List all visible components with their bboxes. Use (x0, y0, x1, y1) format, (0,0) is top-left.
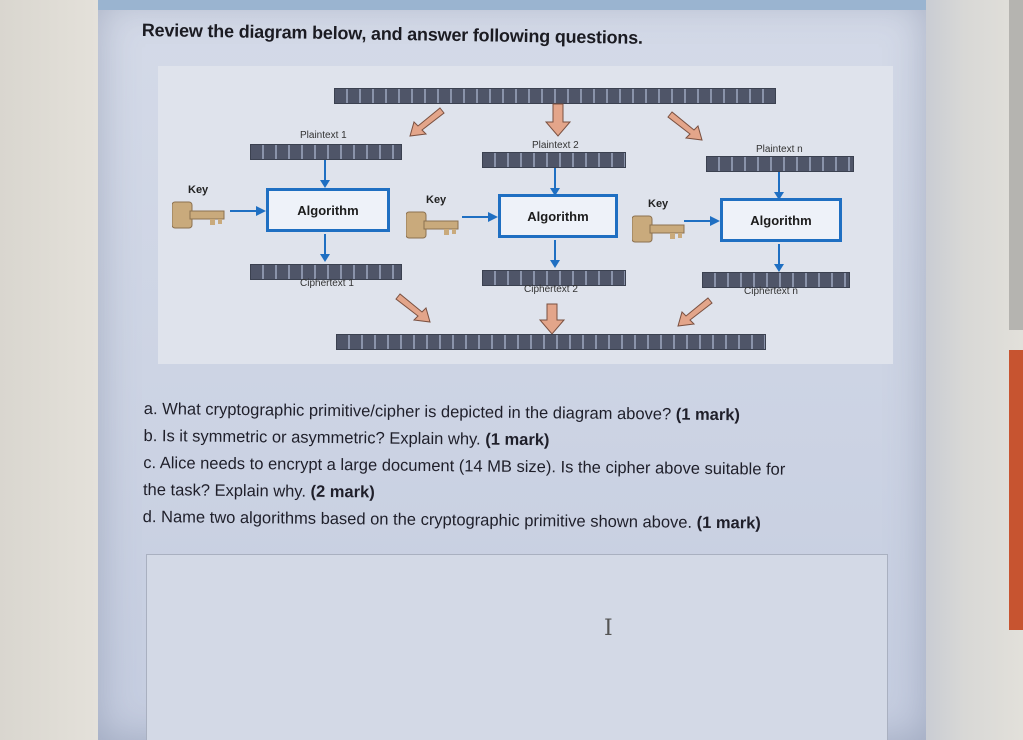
block-cipher-diagram: Plaintext 1 Key Algorithm Ciphertext 1 P… (158, 66, 893, 364)
down-arrow-icon (320, 234, 330, 262)
down-arrow-icon (774, 244, 784, 272)
key-icon (632, 215, 685, 243)
photo-right-background (925, 0, 1023, 740)
text-cursor-icon: I (604, 616, 613, 641)
algorithm-box-2: Algorithm (498, 194, 618, 238)
ciphertext-block-1 (250, 264, 402, 280)
question-c-text-2: the task? Explain why. (142, 480, 307, 501)
split-arrow-left-icon (409, 107, 445, 137)
key-arrow-icon (230, 206, 266, 216)
window-top-bar (98, 0, 926, 10)
down-arrow-icon (320, 160, 330, 188)
question-list: a. What cryptographic primitive/cipher i… (143, 396, 904, 539)
question-header: Review the diagram below, and answer fol… (141, 20, 643, 48)
question-c-text: c. Alice needs to encrypt a large docume… (143, 453, 786, 479)
split-arrow-right-icon (667, 111, 703, 141)
key-arrow-icon (462, 212, 498, 222)
down-arrow-icon (550, 240, 560, 268)
split-arrow-center-icon (544, 103, 572, 137)
question-b-mark: (1 mark) (485, 430, 550, 450)
ciphertext-label-1: Ciphertext 1 (300, 278, 354, 289)
ciphertext-label-2: Ciphertext 2 (524, 284, 578, 295)
key-label-n: Key (648, 198, 669, 210)
plaintext-label-1: Plaintext 1 (300, 130, 347, 141)
key-label-1: Key (188, 184, 209, 196)
plaintext-label-n: Plaintext n (756, 144, 803, 155)
background-object (1009, 0, 1023, 330)
ciphertext-full-bar (336, 334, 766, 350)
down-arrow-icon (774, 172, 784, 200)
algorithm-box-1: Algorithm (266, 188, 390, 232)
plaintext-label-2: Plaintext 2 (532, 140, 579, 151)
plaintext-block-2 (482, 152, 626, 168)
answer-textarea[interactable] (146, 554, 888, 740)
plaintext-block-1 (250, 144, 402, 160)
key-icon (406, 211, 459, 239)
question-d-text: d. Name two algorithms based on the cryp… (142, 507, 693, 532)
key-arrow-icon (684, 216, 720, 226)
merge-arrow-center-icon (538, 303, 566, 335)
question-b-text: b. Is it symmetric or asymmetric? Explai… (143, 426, 481, 449)
question-d-mark: (1 mark) (696, 513, 761, 533)
algorithm-box-n: Algorithm (720, 198, 842, 242)
merge-arrow-right-icon (677, 297, 713, 327)
question-a-mark: (1 mark) (675, 405, 741, 425)
plaintext-block-n (706, 156, 854, 172)
photo-left-background (0, 0, 98, 740)
key-label-2: Key (426, 194, 447, 206)
ciphertext-label-n: Ciphertext n (744, 286, 798, 297)
ciphertext-block-2 (482, 270, 626, 286)
merge-arrow-left-icon (395, 293, 431, 323)
background-object (1009, 350, 1023, 630)
question-c-mark: (2 mark) (310, 482, 375, 502)
question-a-text: a. What cryptographic primitive/cipher i… (143, 399, 672, 424)
question-panel: Review the diagram below, and answer fol… (98, 0, 926, 740)
key-icon (172, 201, 225, 229)
down-arrow-icon (550, 168, 560, 196)
ciphertext-block-n (702, 272, 850, 288)
